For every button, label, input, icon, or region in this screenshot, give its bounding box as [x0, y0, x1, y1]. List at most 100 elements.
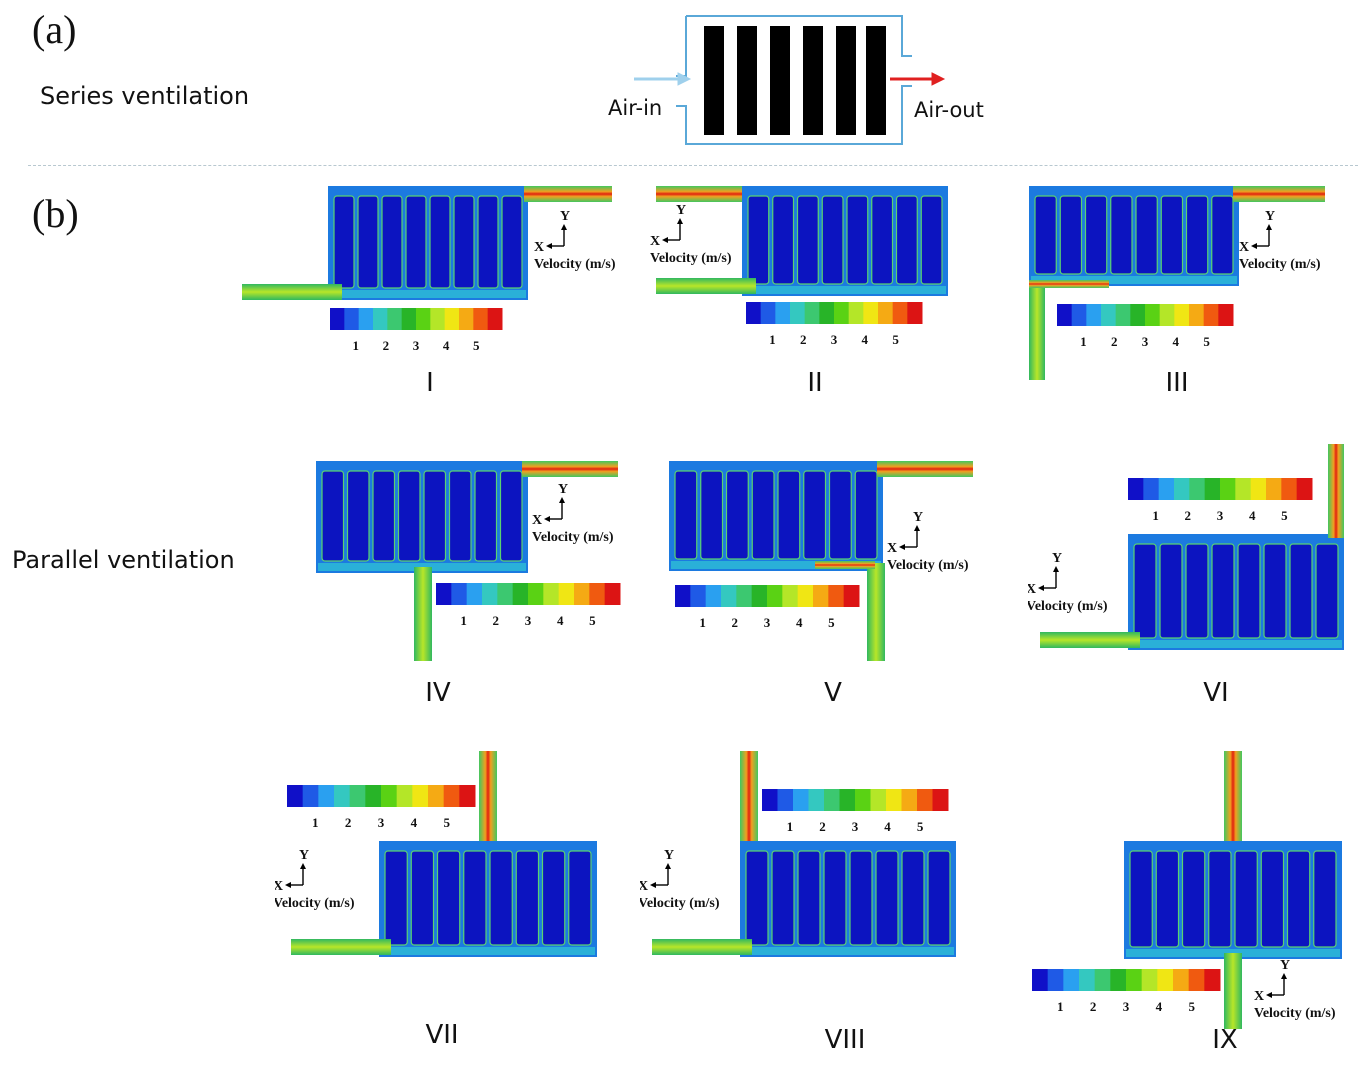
case-label: I	[426, 368, 434, 398]
colorbar-swatch	[349, 785, 366, 807]
case-label: VII	[425, 1020, 459, 1050]
x-arrow-icon	[1266, 992, 1272, 998]
colorbar-tick-label: 3	[378, 815, 385, 830]
colorbar-swatch	[751, 585, 768, 607]
colorbar-tick-label: 4	[1156, 999, 1163, 1014]
battery-cell	[1286, 850, 1311, 948]
battery-cell	[1315, 543, 1339, 639]
air-duct	[1040, 632, 1140, 648]
battery-cell	[871, 195, 894, 285]
colorbar-tick-label: 5	[1281, 508, 1288, 523]
colorbar-swatch	[760, 302, 776, 324]
series-ventilation-title: Series ventilation	[40, 82, 250, 110]
battery-cell	[515, 850, 540, 946]
colorbar-swatch	[886, 789, 902, 811]
battery-cell	[489, 850, 513, 946]
colorbar-swatch	[1266, 478, 1282, 500]
colorbar-swatch	[373, 308, 388, 330]
colorbar-swatch	[843, 585, 860, 607]
air-duct	[291, 939, 391, 955]
colorbar-swatch	[430, 308, 446, 330]
air-duct	[815, 561, 875, 569]
colorbar-swatch	[1141, 969, 1158, 991]
battery-cell	[474, 470, 498, 562]
x-arrow-icon	[650, 882, 656, 888]
battery-cell	[568, 850, 592, 946]
colorbar-swatch	[705, 585, 722, 607]
air-duct	[1029, 280, 1109, 288]
air-duct	[867, 563, 885, 661]
colorbar-swatch	[1157, 969, 1174, 991]
colorbar-swatch	[804, 302, 820, 324]
colorbar-swatch	[775, 302, 791, 324]
y-arrow-icon	[561, 224, 567, 230]
colorbar-tick-label: 2	[1185, 508, 1192, 523]
axis-y-label: Y	[1052, 551, 1062, 566]
battery-cell	[803, 26, 823, 135]
colorbar-swatch	[1204, 478, 1221, 500]
battery-cell	[372, 470, 396, 562]
battery-cell	[803, 470, 827, 560]
y-arrow-icon	[665, 863, 671, 869]
air-out-label: Air-out	[914, 98, 984, 122]
colorbar-swatch	[855, 789, 871, 811]
panel-a-label: (a)	[32, 7, 77, 52]
colorbar-swatch	[528, 583, 544, 605]
battery-cell	[901, 850, 925, 946]
colorbar-swatch	[782, 585, 799, 607]
y-arrow-icon	[1266, 224, 1272, 230]
case-label: IV	[425, 678, 451, 708]
battery-cell	[1133, 543, 1157, 639]
battery-cell	[747, 195, 770, 285]
colorbar-swatch	[1203, 304, 1219, 326]
colorbar-swatch	[428, 785, 445, 807]
colorbar-swatch	[932, 789, 949, 811]
axis-x-label: X	[1028, 582, 1036, 597]
battery-cell	[410, 850, 435, 946]
battery-cell	[1237, 543, 1261, 639]
x-arrow-icon	[546, 243, 552, 249]
colorbar-tick-label: 4	[796, 615, 803, 630]
battery-cell	[725, 470, 749, 560]
battery-cell	[477, 195, 499, 289]
colorbar-swatch	[444, 308, 460, 330]
battery-cell	[700, 470, 724, 560]
colorbar-swatch	[287, 785, 304, 807]
colorbar-swatch	[1250, 478, 1267, 500]
colorbar-swatch	[808, 789, 825, 811]
y-arrow-icon	[300, 863, 306, 869]
velocity-label: Velocity (m/s)	[640, 896, 720, 911]
x-arrow-icon	[1038, 585, 1044, 591]
colorbar-tick-label: 4	[862, 332, 869, 347]
y-arrow-icon	[1053, 566, 1059, 572]
colorbar-swatch	[690, 585, 707, 607]
colorbar-swatch	[1094, 969, 1111, 991]
colorbar-swatch	[543, 583, 560, 605]
colorbar-swatch	[497, 583, 514, 605]
colorbar-tick-label: 3	[831, 332, 838, 347]
battery-cell	[436, 850, 461, 946]
axis-x-label: X	[650, 234, 660, 249]
battery-cell	[448, 470, 472, 562]
case-label: II	[807, 368, 823, 398]
colorbar-swatch	[797, 585, 814, 607]
colorbar-swatch	[1220, 478, 1236, 500]
colorbar-tick-label: 5	[917, 819, 924, 834]
battery-cell	[1155, 850, 1180, 948]
housing-flow-band	[381, 947, 595, 955]
colorbar-tick-label: 4	[411, 815, 418, 830]
battery-cell	[357, 195, 379, 289]
colorbar-swatch	[1047, 969, 1064, 991]
colorbar-swatch	[1281, 478, 1298, 500]
colorbar-swatch	[1235, 478, 1252, 500]
battery-cell	[429, 195, 451, 289]
battery-cell	[1234, 850, 1258, 948]
air-out-arrow-icon	[890, 72, 946, 86]
battery-cell	[1034, 195, 1057, 275]
